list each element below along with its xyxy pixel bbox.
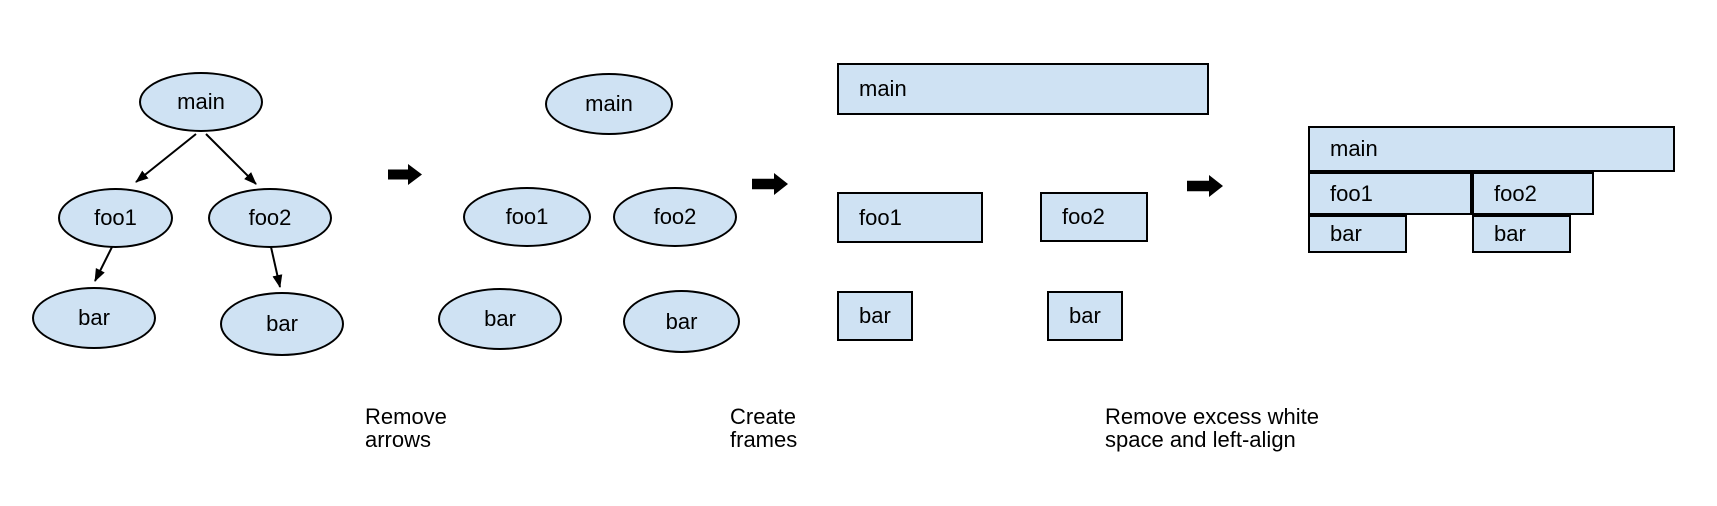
call-tree-node-bar-3: bar bbox=[32, 287, 156, 349]
flame-graph-node-main-0: main bbox=[1308, 126, 1675, 172]
node-label: foo1 bbox=[94, 205, 137, 230]
node-label: foo2 bbox=[653, 204, 697, 229]
node-label: main bbox=[585, 91, 633, 116]
step-caption-3: Remove excess white space and left-align bbox=[1105, 404, 1319, 452]
frames-node-bar-3: bar bbox=[837, 291, 913, 341]
step-caption-2: Create frames bbox=[730, 404, 798, 452]
node-label: bar bbox=[266, 311, 298, 336]
flame-graph-node-foo2-2: foo2 bbox=[1472, 172, 1594, 215]
block-arrow-icon bbox=[1187, 175, 1223, 197]
node-label: foo2 bbox=[1062, 204, 1105, 229]
node-label: main bbox=[859, 76, 907, 101]
arrows-removed-node-foo1-1: foo1 bbox=[463, 187, 591, 247]
node-label: foo1 bbox=[505, 204, 549, 229]
block-arrow-icon bbox=[388, 164, 422, 185]
frames-node-foo2-2: foo2 bbox=[1040, 192, 1148, 242]
node-label: bar bbox=[1494, 221, 1526, 246]
frames-node-foo1-1: foo1 bbox=[837, 192, 983, 243]
flame-graph-node-foo1-1: foo1 bbox=[1308, 172, 1472, 215]
edge-arrow-icon bbox=[94, 246, 113, 282]
call-tree-node-foo2-2: foo2 bbox=[208, 188, 332, 248]
arrows-removed-node-bar-3: bar bbox=[438, 288, 562, 350]
edge-arrow-icon bbox=[205, 133, 257, 185]
node-label: bar bbox=[665, 308, 698, 334]
arrows-removed-node-foo2-2: foo2 bbox=[613, 187, 737, 247]
node-label: bar bbox=[78, 305, 110, 330]
flame-graph-node-bar-3: bar bbox=[1308, 215, 1407, 253]
node-label: main bbox=[177, 89, 225, 114]
node-label: bar bbox=[1069, 303, 1101, 328]
node-label: foo1 bbox=[1330, 180, 1373, 206]
call-tree-node-foo1-1: foo1 bbox=[58, 188, 173, 248]
flame-graph-node-bar-4: bar bbox=[1472, 215, 1571, 253]
step-caption-1: Remove arrows bbox=[365, 404, 447, 452]
node-label: bar bbox=[484, 306, 516, 331]
edge-arrow-icon bbox=[135, 133, 197, 183]
node-label: foo1 bbox=[859, 204, 902, 230]
block-arrow-icon bbox=[752, 173, 788, 195]
arrows-removed-node-bar-4: bar bbox=[623, 290, 740, 353]
node-label: main bbox=[1330, 136, 1378, 161]
arrows-removed-node-main-0: main bbox=[545, 73, 673, 135]
node-label: bar bbox=[859, 303, 891, 328]
frames-node-main-0: main bbox=[837, 63, 1209, 115]
edge-arrow-icon bbox=[270, 246, 283, 288]
call-tree-node-main-0: main bbox=[139, 72, 263, 132]
node-label: foo2 bbox=[248, 205, 292, 230]
call-tree-node-bar-4: bar bbox=[220, 292, 344, 356]
frames-node-bar-4: bar bbox=[1047, 291, 1123, 341]
node-label: foo2 bbox=[1494, 180, 1537, 206]
node-label: bar bbox=[1330, 221, 1362, 246]
